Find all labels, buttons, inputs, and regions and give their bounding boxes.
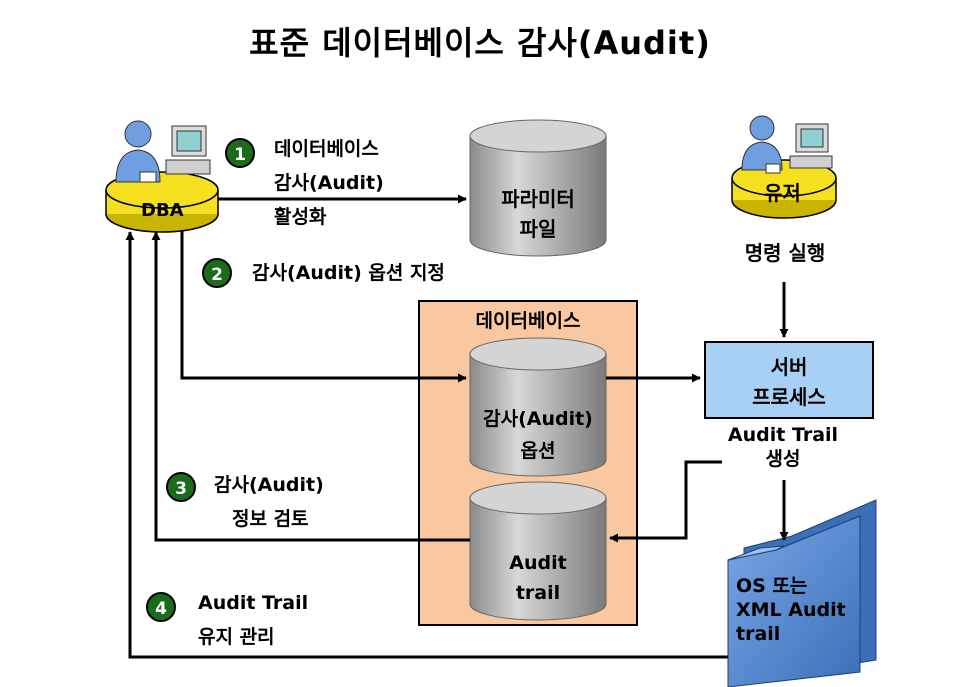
audit-options-cylinder: [469, 337, 607, 477]
arrow-dba-to-audit-options: [180, 230, 467, 383]
step-4-line-1: Audit Trail: [198, 592, 309, 614]
os-trail-line-2: XML Audit: [736, 599, 846, 621]
page-title: 표준 데이터베이스 감사(Audit): [249, 24, 711, 62]
step-1-line-1: 데이터베이스: [274, 138, 379, 160]
audit-trail-line-2: trail: [515, 582, 561, 604]
step-1-badge: 1: [225, 138, 255, 168]
audit-options-line-1: 감사(Audit): [483, 408, 593, 430]
generate-line-1: Audit Trail: [727, 424, 839, 446]
user-icon: [731, 115, 837, 219]
arrow-os-trail-to-dba: [125, 231, 728, 659]
step-1-line-3: 활성화: [274, 206, 327, 228]
parameter-file-line-1: 파라미터: [501, 187, 575, 211]
dba-label: DBA: [141, 200, 184, 221]
step-3-line-2: 정보 검토: [232, 508, 309, 530]
step-4-line-2: 유지 관리: [198, 626, 275, 648]
user-label: 유저: [764, 181, 801, 205]
user-action-label: 명령 실행: [744, 241, 826, 265]
parameter-file-cylinder: [469, 119, 607, 257]
generate-line-2: 생성: [765, 448, 801, 470]
dba-icon: [105, 120, 219, 233]
database-label: 데이터베이스: [475, 310, 581, 332]
os-trail-line-3: trail: [736, 623, 781, 645]
step-2-badge: 2: [202, 258, 232, 288]
arrow-audit-trail-to-dba: [151, 231, 470, 542]
parameter-file-line-2: 파일: [519, 217, 557, 241]
arrow-server-to-audit-trail: [609, 460, 722, 543]
step-2-text: 감사(Audit) 옵션 지정: [252, 262, 445, 284]
audit-trail-line-1: Audit: [509, 552, 567, 574]
audit-trail-cylinder: [469, 481, 607, 621]
server-process-box: [704, 341, 874, 419]
step-4-badge: 4: [146, 592, 176, 622]
step-1-line-2: 감사(Audit): [274, 172, 384, 194]
os-xml-folder-icon: [727, 499, 877, 687]
step-3-line-1: 감사(Audit): [214, 474, 324, 496]
audit-options-line-2: 옵션: [520, 440, 556, 462]
os-trail-line-1: OS 또는: [736, 575, 808, 597]
server-process-line-1: 서버: [770, 355, 808, 379]
server-process-line-2: 프로세스: [752, 385, 826, 409]
step-3-badge: 3: [166, 472, 196, 502]
